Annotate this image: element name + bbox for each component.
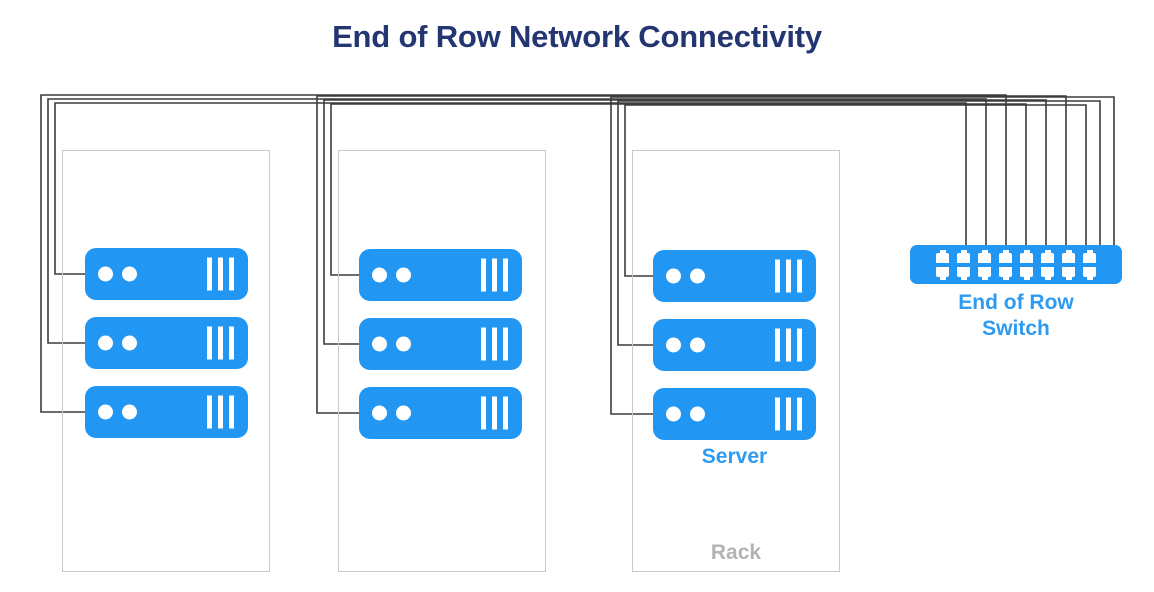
switch-label: End of Row Switch (910, 290, 1122, 342)
server-led-group (666, 406, 705, 422)
server-led-group (98, 266, 137, 282)
server-led-icon (666, 337, 681, 353)
server-drive-bays-icon (207, 395, 234, 429)
server-led-icon (98, 266, 113, 282)
rj45-port-icon[interactable] (978, 266, 991, 277)
switch-port-row-bottom (936, 266, 1096, 277)
rack-2[interactable] (338, 150, 546, 572)
rj45-port-icon[interactable] (1020, 252, 1033, 263)
server-led-icon (98, 335, 113, 351)
server-drive-bays-icon (481, 327, 508, 361)
cable-rack1-server3 (40, 94, 1007, 413)
server-led-group (372, 405, 411, 421)
rj45-port-icon[interactable] (1041, 266, 1054, 277)
rack-3-server-3[interactable]: Server (653, 388, 816, 468)
server-drive-bays-icon (775, 328, 802, 362)
rack-1-server-2[interactable] (85, 317, 248, 369)
cable-rack2-server1 (330, 103, 1027, 276)
server-led-icon (372, 336, 387, 352)
page-title: End of Row Network Connectivity (332, 19, 822, 54)
server-drive-bays-icon (775, 259, 802, 293)
server-led-icon (122, 266, 137, 282)
server-label: Server (701, 445, 768, 468)
server-led-icon (122, 335, 137, 351)
rj45-port-icon[interactable] (1062, 266, 1075, 277)
rj45-port-icon[interactable] (936, 266, 949, 277)
server-drive-bays-icon (207, 326, 234, 360)
rack-1-server-1[interactable] (85, 248, 248, 300)
rj45-port-icon[interactable] (936, 252, 949, 263)
rj45-port-icon[interactable] (1020, 266, 1033, 277)
switch-port-group (936, 252, 1096, 277)
server-led-group (98, 335, 137, 351)
server-led-group (666, 337, 705, 353)
cable-rack3-server1 (624, 104, 1087, 277)
server-led-icon (690, 406, 705, 422)
rj45-port-icon[interactable] (1083, 266, 1096, 277)
cable-rack1-server2 (47, 98, 987, 344)
rack-3[interactable]: Rack (632, 150, 840, 572)
server-drive-bays-icon (207, 257, 234, 291)
rack-2-server-3[interactable] (359, 387, 522, 439)
rj45-port-icon[interactable] (957, 266, 970, 277)
rj45-port-icon[interactable] (1083, 252, 1096, 263)
cable-rack2-server2 (323, 99, 1047, 345)
server-led-group (372, 267, 411, 283)
cable-rack1-server1 (54, 102, 967, 275)
server-led-icon (690, 268, 705, 284)
rj45-port-icon[interactable] (1041, 252, 1054, 263)
switch-label-line-2: Switch (982, 317, 1050, 340)
cable-rack3-server3 (610, 96, 1115, 415)
server-drive-bays-icon (775, 397, 802, 431)
rj45-port-icon[interactable] (957, 252, 970, 263)
server-led-icon (396, 336, 411, 352)
rj45-port-icon[interactable] (999, 252, 1012, 263)
server-drive-bays-icon (481, 258, 508, 292)
end-of-row-switch[interactable] (910, 245, 1122, 284)
rj45-port-icon[interactable] (978, 252, 991, 263)
rack-2-server-2[interactable] (359, 318, 522, 370)
server-led-icon (122, 404, 137, 420)
switch-port-row-top (936, 252, 1096, 263)
server-led-icon (372, 267, 387, 283)
server-led-group (666, 268, 705, 284)
server-drive-bays-icon (481, 396, 508, 430)
server-led-icon (98, 404, 113, 420)
rack-1[interactable] (62, 150, 270, 572)
server-led-icon (666, 268, 681, 284)
server-led-icon (666, 406, 681, 422)
rack-label: Rack (710, 541, 762, 564)
rack-3-server-2[interactable] (653, 319, 816, 371)
rack-3-server-1[interactable] (653, 250, 816, 302)
server-led-icon (690, 337, 705, 353)
switch-label-line-1: End of Row (958, 291, 1074, 314)
server-led-icon (396, 405, 411, 421)
rj45-port-icon[interactable] (999, 266, 1012, 277)
cable-rack2-server3 (316, 95, 1067, 414)
server-led-group (372, 336, 411, 352)
server-led-group (98, 404, 137, 420)
rj45-port-icon[interactable] (1062, 252, 1075, 263)
server-led-icon (396, 267, 411, 283)
rack-1-server-3[interactable] (85, 386, 248, 438)
server-led-icon (372, 405, 387, 421)
rack-2-server-1[interactable] (359, 249, 522, 301)
cable-rack3-server2 (617, 100, 1101, 346)
